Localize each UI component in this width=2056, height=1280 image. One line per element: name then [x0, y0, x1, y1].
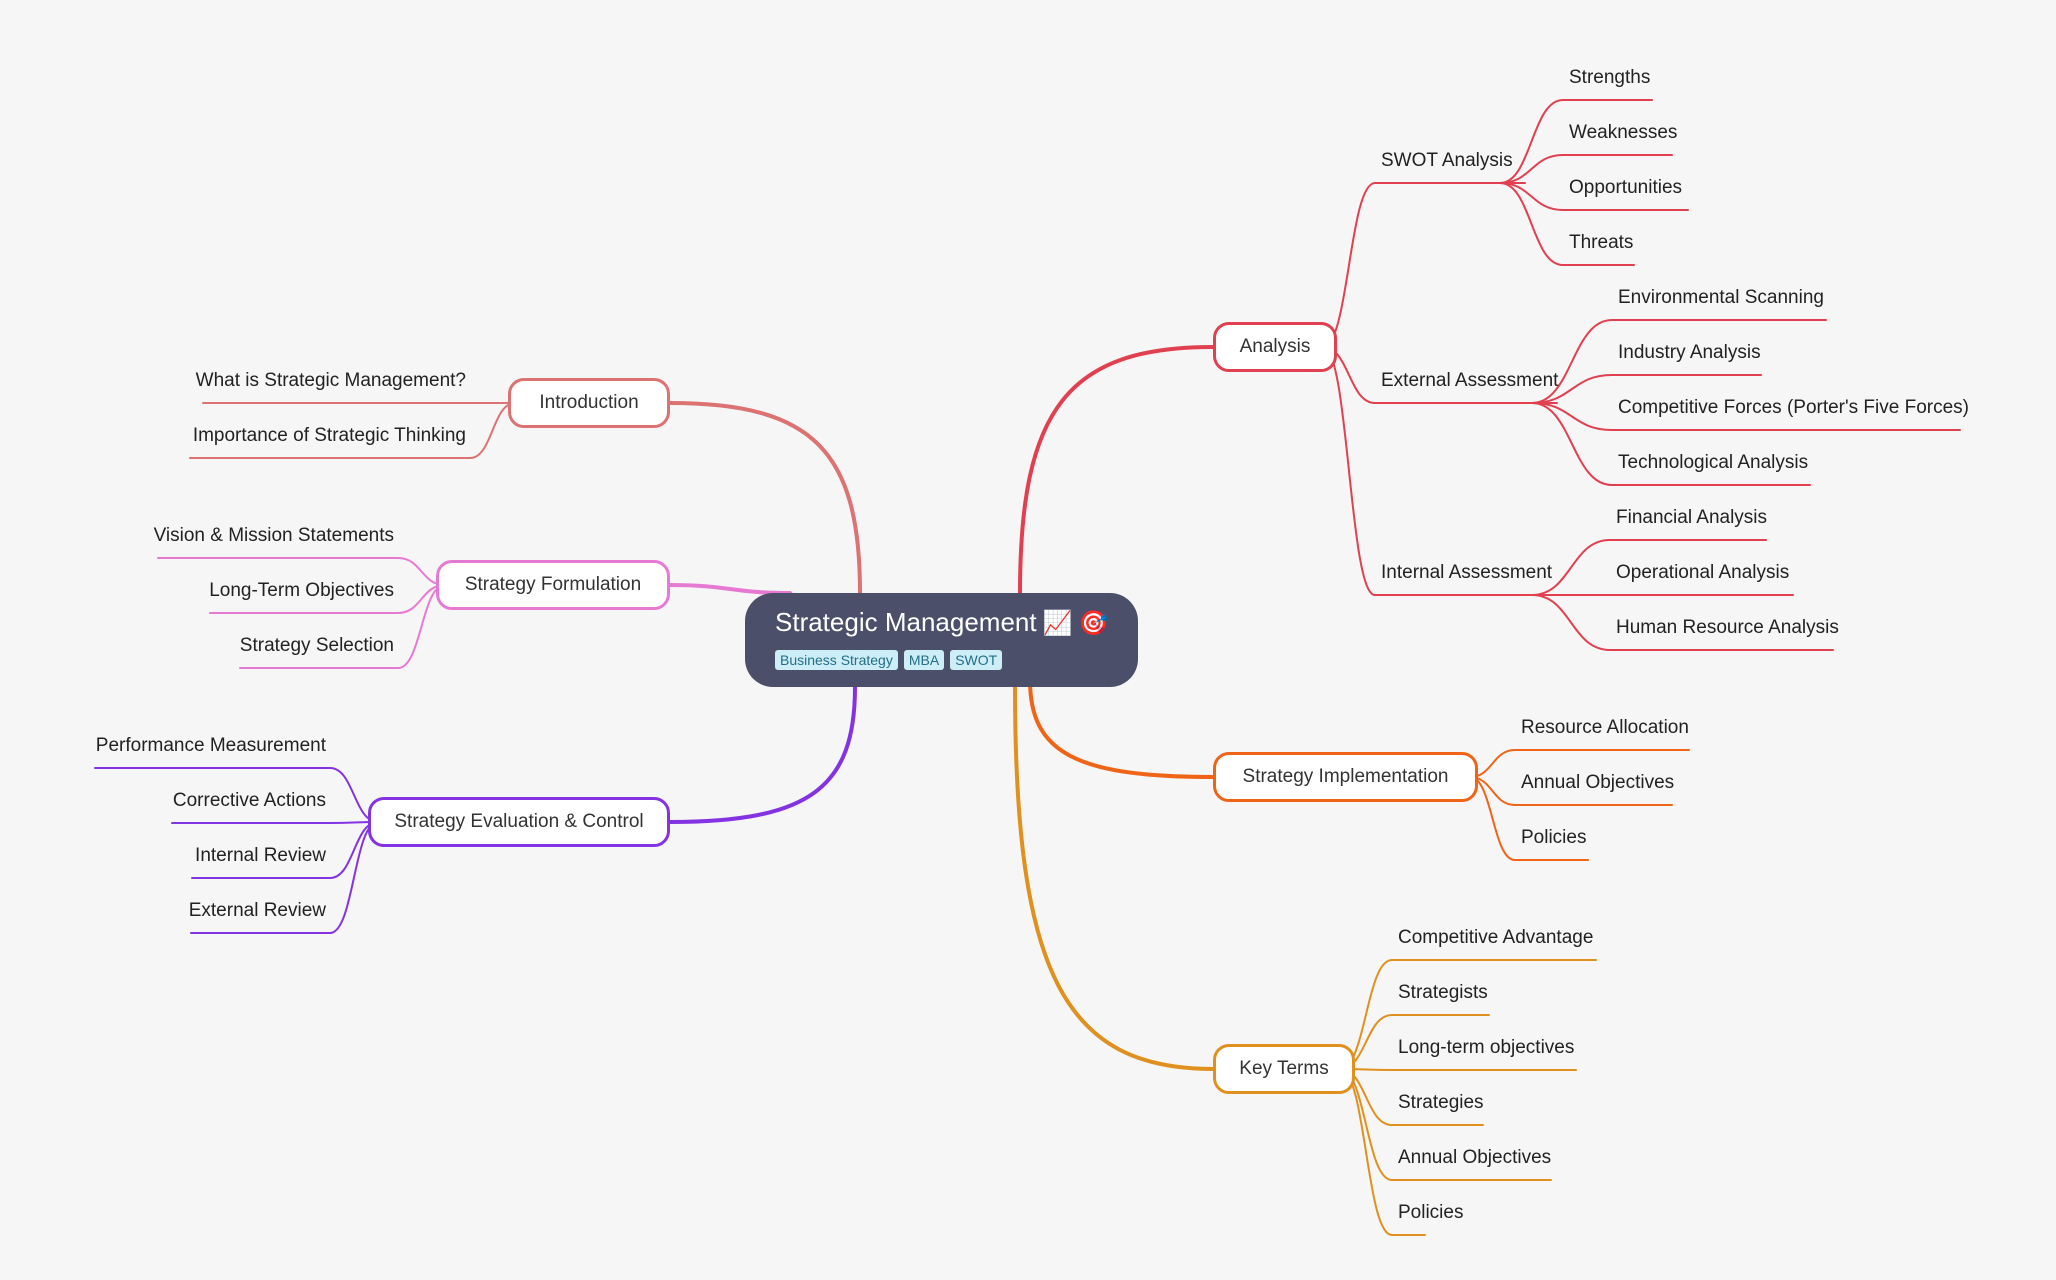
- leaf-what-is-strategic-management[interactable]: What is Strategic Management?: [195, 370, 466, 391]
- leaf-long-term-objectives[interactable]: Long-term objectives: [1398, 1037, 1575, 1058]
- branch-introduction[interactable]: Introduction: [508, 378, 670, 428]
- leaf-resource-allocation[interactable]: Resource Allocation: [1521, 717, 1689, 738]
- leaf-strengths[interactable]: Strengths: [1569, 67, 1651, 88]
- connector-analysis-1-3: [1531, 402, 1613, 486]
- connector-analysis-0-3: [1499, 182, 1564, 266]
- leaf-performance-measurement[interactable]: Performance Measurement: [95, 735, 326, 756]
- tag-business-strategy[interactable]: Business Strategy: [775, 650, 898, 670]
- leaf-competitive-advantage[interactable]: Competitive Advantage: [1398, 927, 1594, 948]
- chart-increasing-icon: 📈: [1042, 608, 1073, 637]
- leaf-internal-review[interactable]: Internal Review: [195, 845, 326, 866]
- branch-strategy-formulation[interactable]: Strategy Formulation: [436, 560, 670, 610]
- connector-root-formulation: [668, 583, 792, 595]
- connector-analysis-1-2: [1531, 402, 1613, 431]
- target-icon: 🎯: [1078, 608, 1109, 637]
- tag-swot[interactable]: SWOT: [950, 650, 1003, 670]
- connector-root-key-terms: [1013, 685, 1215, 1071]
- subbranch-external-assessment[interactable]: External Assessment: [1381, 370, 1559, 391]
- root-title: Strategic Management: [775, 607, 1037, 637]
- leaf-strategies[interactable]: Strategies: [1398, 1092, 1484, 1113]
- connector-analysis-2-2: [1531, 594, 1611, 651]
- connector-root-implementation: [1028, 678, 1215, 779]
- leaf-external-review[interactable]: External Review: [188, 900, 326, 921]
- connector-key-terms-5: [1339, 1068, 1393, 1236]
- leaf-opportunities[interactable]: Opportunities: [1569, 177, 1683, 198]
- connector-root-analysis: [1018, 345, 1215, 595]
- branch-strategy-implementation[interactable]: Strategy Implementation: [1213, 752, 1478, 802]
- leaf-strategists[interactable]: Strategists: [1398, 982, 1488, 1003]
- connector-analysis-0-0: [1499, 99, 1564, 184]
- leaf-technological-analysis[interactable]: Technological Analysis: [1618, 452, 1809, 473]
- connector-analysis-sub-0: [1322, 182, 1376, 348]
- branch-analysis[interactable]: Analysis: [1213, 322, 1337, 372]
- connector-analysis-sub-2: [1322, 346, 1376, 596]
- leaf-corrective-actions[interactable]: Corrective Actions: [172, 790, 326, 811]
- branch-key-terms[interactable]: Key Terms: [1213, 1044, 1355, 1094]
- connector-analysis-0-2: [1499, 182, 1564, 211]
- leaf-industry-analysis[interactable]: Industry Analysis: [1618, 342, 1761, 363]
- root-tags: Business Strategy MBA SWOT: [775, 650, 1138, 670]
- leaf-operational-analysis[interactable]: Operational Analysis: [1616, 562, 1790, 583]
- leaf-threats[interactable]: Threats: [1569, 232, 1634, 253]
- leaf-human-resource-analysis[interactable]: Human Resource Analysis: [1616, 617, 1839, 638]
- leaf-weaknesses[interactable]: Weaknesses: [1569, 122, 1678, 143]
- root-title-row: Strategic Management 📈 🎯: [775, 607, 1138, 638]
- leaf-financial-analysis[interactable]: Financial Analysis: [1616, 507, 1768, 528]
- leaf-vision-mission-statements[interactable]: Vision & Mission Statements: [153, 525, 394, 546]
- leaf-environmental-scanning[interactable]: Environmental Scanning: [1618, 287, 1824, 308]
- leaf-annual-objectives[interactable]: Annual Objectives: [1521, 772, 1675, 793]
- leaf-policies[interactable]: Policies: [1521, 827, 1587, 848]
- branch-strategy-evaluation-control[interactable]: Strategy Evaluation & Control: [368, 797, 670, 847]
- leaf-importance-of-strategic-thinking[interactable]: Importance of Strategic Thinking: [192, 425, 466, 446]
- leaf-competitive-forces[interactable]: Competitive Forces (Porter's Five Forces…: [1618, 397, 1969, 418]
- root-node[interactable]: Strategic Management 📈 🎯 Business Strate…: [745, 593, 1138, 687]
- leaf-long-term-objectives-formulation[interactable]: Long-Term Objectives: [209, 580, 394, 601]
- leaf-strategy-selection[interactable]: Strategy Selection: [239, 635, 394, 656]
- leaf-annual-objectives-terms[interactable]: Annual Objectives: [1398, 1147, 1552, 1168]
- leaf-policies-terms[interactable]: Policies: [1398, 1202, 1464, 1223]
- connector-analysis-0-1: [1499, 154, 1564, 184]
- connector-analysis-1-0: [1531, 319, 1613, 404]
- connector-root-evaluation: [668, 685, 857, 824]
- connector-root-introduction: [668, 401, 862, 595]
- connector-analysis-2-0: [1531, 539, 1611, 596]
- subbranch-swot-analysis[interactable]: SWOT Analysis: [1381, 150, 1513, 171]
- subbranch-internal-assessment[interactable]: Internal Assessment: [1381, 562, 1553, 583]
- connector-analysis-1-1: [1531, 374, 1613, 404]
- tag-mba[interactable]: MBA: [903, 650, 945, 670]
